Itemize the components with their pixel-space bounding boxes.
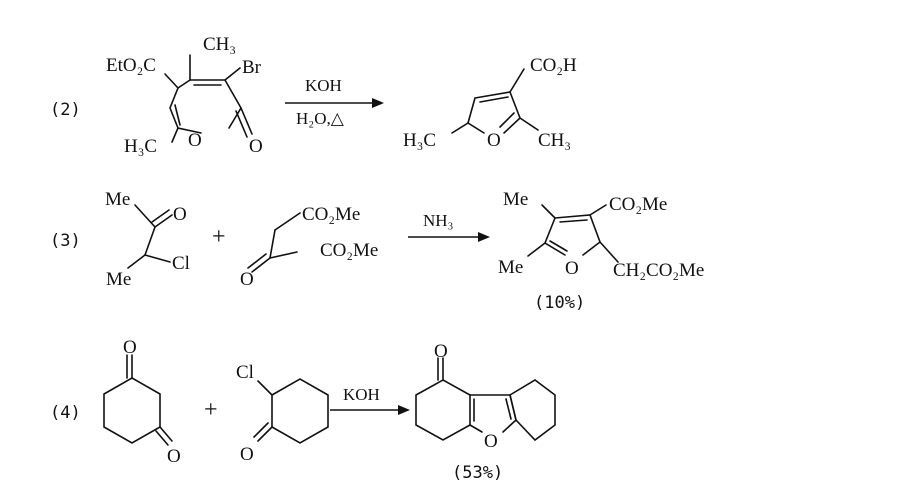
carbonyl-double-bond — [253, 422, 269, 438]
ring-oxygen-label: O — [487, 130, 501, 151]
carbonyl-oxygen-label: O — [434, 341, 448, 362]
furan-ring-bond — [467, 122, 485, 134]
ester-label: CO₂Me — [302, 204, 360, 225]
me-label-2: Me — [106, 269, 131, 290]
reaction-3: (3) Me O Cl Me + CO₂Me CO₂Me O — [50, 189, 704, 313]
arrowhead — [372, 98, 384, 108]
methyl-label-2: CH₃ — [538, 130, 571, 151]
chain-bond — [274, 212, 301, 231]
chlorocyclohexanone-reagent: Cl O — [236, 362, 329, 465]
yield-label: (10%) — [534, 293, 585, 313]
side-chain-bond — [599, 241, 619, 263]
chain-bond-2 — [269, 229, 276, 259]
plus-sign: + — [212, 224, 226, 250]
carbonyl-double-bond — [247, 253, 267, 269]
carbonyl-bond — [251, 257, 271, 273]
chloro-label: Cl — [236, 362, 254, 383]
reaction-4: (4) O O + Cl O KOH — [50, 337, 556, 483]
plus-sign: + — [204, 397, 218, 423]
methyl-bond-2 — [451, 122, 469, 134]
acid-label: CO₂H — [530, 55, 577, 76]
reaction-number: (2) — [50, 100, 81, 120]
methyl-bond-2 — [527, 242, 546, 257]
oxygen-label-2: O — [167, 446, 181, 467]
ring-oxygen-label: O — [565, 258, 579, 279]
methyl-label: CH₃ — [203, 34, 236, 55]
furan-ring — [467, 91, 521, 124]
furan-double-bond-2 — [499, 112, 515, 128]
reaction-number: (4) — [50, 403, 81, 423]
furan-double-bond — [479, 96, 509, 103]
cyclohexanone-ring — [271, 378, 329, 444]
reaction-2: (2) O O EtO₂C CH₃ Br H₃C KOH H₂O,△ — [50, 34, 577, 157]
yield-label: (53%) — [452, 463, 503, 483]
carbonyl-double-bond — [151, 209, 170, 223]
furoic-acid-product: O CO₂H H₃C CH₃ — [403, 55, 577, 151]
chloro-bond — [257, 380, 273, 396]
furan-double-bond-2 — [549, 240, 568, 252]
methyl-label-2: H₃C — [124, 136, 157, 157]
furan-double-bond-2 — [505, 398, 512, 420]
bromo-label: Br — [242, 57, 262, 78]
cyclohexanedione-reagent: O O — [103, 337, 181, 467]
pyranone-ring — [169, 79, 242, 134]
furan-product: Me CO₂Me Me O CH₂CO₂Me (10%) — [498, 189, 704, 313]
furan-ring-bond-2 — [503, 117, 521, 134]
chain-bond — [144, 226, 156, 256]
oxygen-label: O — [240, 444, 254, 465]
acid-bond — [509, 68, 525, 93]
furan-double-bond — [559, 219, 588, 223]
arrowhead — [398, 405, 410, 415]
carbonyl-bond — [257, 426, 273, 442]
reaction-number: (3) — [50, 231, 81, 251]
ester-label: EtO₂C — [106, 55, 156, 76]
methyl-bond-2 — [171, 127, 179, 143]
ester-bond — [164, 73, 179, 89]
carbonyl-bond — [154, 214, 173, 228]
ester-label-2: CO₂Me — [320, 240, 378, 261]
ring-oxygen-label: O — [188, 130, 202, 151]
ring-oxygen-label: O — [484, 431, 498, 452]
carbonyl-bond-2 — [159, 426, 173, 442]
pyranone-double-bond-2 — [174, 104, 181, 126]
condition-above: KOH — [305, 76, 342, 95]
chain-bond-3 — [269, 251, 298, 259]
methyl-label: H₃C — [403, 130, 436, 151]
methyl-bond — [134, 204, 156, 228]
oxygen-label: O — [123, 337, 137, 358]
condition-above: NH₃ — [423, 211, 454, 230]
side-chain-label: CH₂CO₂Me — [613, 260, 704, 281]
condition-above: KOH — [343, 385, 380, 404]
bromo-bond — [224, 67, 241, 81]
carbonyl-bond — [240, 107, 253, 135]
condition-below: H₂O,△ — [296, 109, 345, 128]
chloro-bond — [144, 254, 171, 263]
furan-bond-3 — [469, 424, 483, 433]
arrowhead — [478, 232, 490, 242]
me-label: Me — [503, 189, 528, 210]
chloro-label: Cl — [172, 253, 190, 274]
ester-label: CO₂Me — [609, 194, 667, 215]
me-label-2: Me — [498, 257, 523, 278]
oxygen-label: O — [240, 269, 254, 290]
ester-bond — [589, 204, 607, 216]
pyranone-reagent: O O EtO₂C CH₃ Br H₃C — [106, 34, 263, 157]
carbonyl-double-bond-2 — [155, 430, 169, 446]
carbonyl-double-bond — [235, 110, 248, 138]
left-ring — [415, 379, 471, 441]
furan-bond-4 — [502, 419, 517, 433]
chloroketone-reagent: Me O Cl Me — [105, 189, 190, 290]
cyclohexane-ring — [103, 377, 161, 444]
ketodiester-reagent: CO₂Me CO₂Me O — [240, 204, 378, 290]
oxygen-label: O — [173, 204, 187, 225]
right-ring — [509, 379, 556, 442]
methyl-bond-2 — [127, 254, 146, 269]
me-label: Me — [105, 189, 130, 210]
dibenzofuranone-product: O O (53%) — [415, 341, 556, 483]
ring-bond — [177, 79, 191, 89]
carbonyl-oxygen-label: O — [249, 136, 263, 157]
methyl-bond — [519, 117, 539, 131]
methyl-bond — [541, 204, 556, 219]
